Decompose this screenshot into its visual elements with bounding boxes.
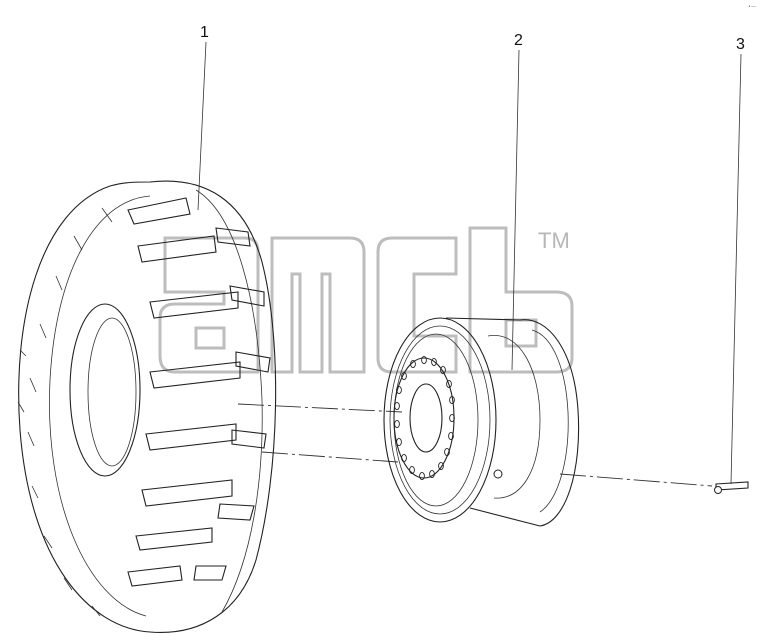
trademark-mark: TM xyxy=(538,228,570,253)
leader-line-2 xyxy=(511,49,520,371)
wheel-rim-drawing xyxy=(383,317,580,527)
leader-line-1 xyxy=(197,41,207,211)
callout-3: 3 xyxy=(736,36,745,53)
leader-line-3 xyxy=(730,53,742,485)
corner-mark: •— xyxy=(748,4,756,10)
axis-line-upper xyxy=(237,403,403,413)
watermark-logo xyxy=(158,226,574,374)
callout-2: 2 xyxy=(514,32,523,49)
valve-drawing xyxy=(714,481,749,494)
axis-line-valve xyxy=(559,473,713,487)
callout-1: 1 xyxy=(200,24,209,41)
axis-line-lower xyxy=(261,451,399,463)
tire-drawing xyxy=(17,180,277,633)
